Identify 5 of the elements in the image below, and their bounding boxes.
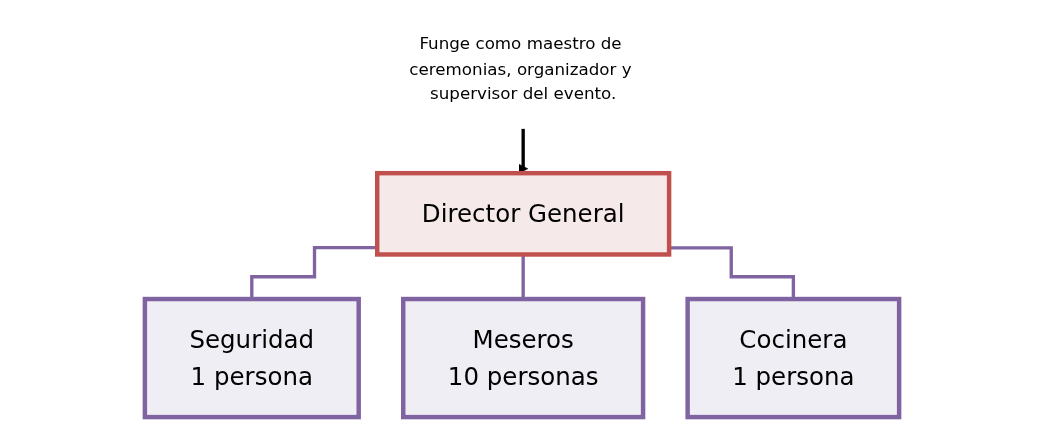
node-box: Director General <box>375 170 672 257</box>
node-box: Seguridad 1 persona <box>142 296 361 420</box>
node-box: Meseros 10 personas <box>401 296 646 420</box>
node-box: Cocinera 1 persona <box>685 296 902 420</box>
node-text: Funge como maestro de ceremonias, organizador y supervisor del evento. <box>409 33 632 104</box>
